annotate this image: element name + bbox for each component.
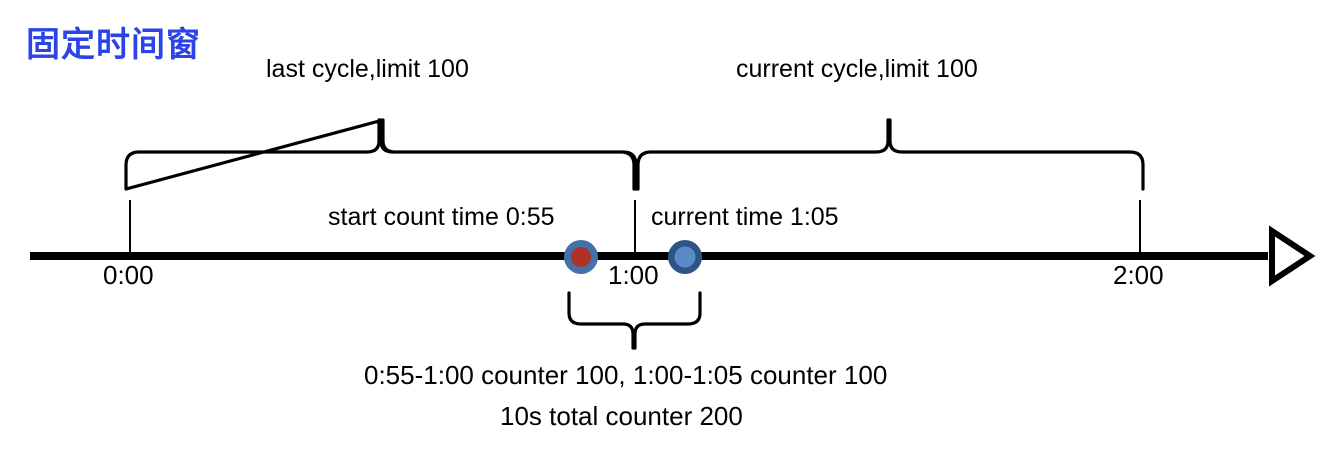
brace-last-cycle bbox=[124, 118, 638, 191]
summary-line-total: 10s total counter 200 bbox=[500, 401, 743, 431]
summary-line-counters: 0:55-1:00 counter 100, 1:00-1:05 counter… bbox=[364, 360, 888, 390]
axis-tick-label-0-00: 0:00 bbox=[103, 260, 154, 290]
label-last-cycle: last cycle,limit 100 bbox=[266, 55, 469, 83]
start-count-marker bbox=[564, 240, 598, 274]
axis-tick-label-1-00: 1:00 bbox=[608, 260, 659, 290]
brace-current-cycle bbox=[636, 118, 1145, 191]
axis-tick-label-2-00: 2:00 bbox=[1113, 260, 1164, 290]
label-current-cycle: current cycle,limit 100 bbox=[736, 55, 978, 83]
brace-counting-window bbox=[567, 291, 702, 350]
current-time-marker bbox=[668, 240, 702, 274]
axis-arrowhead-icon bbox=[1269, 225, 1316, 287]
label-start-count-time: start count time 0:55 bbox=[328, 203, 555, 231]
label-current-time: current time 1:05 bbox=[651, 203, 839, 231]
diagram-title: 固定时间窗 bbox=[26, 26, 201, 64]
